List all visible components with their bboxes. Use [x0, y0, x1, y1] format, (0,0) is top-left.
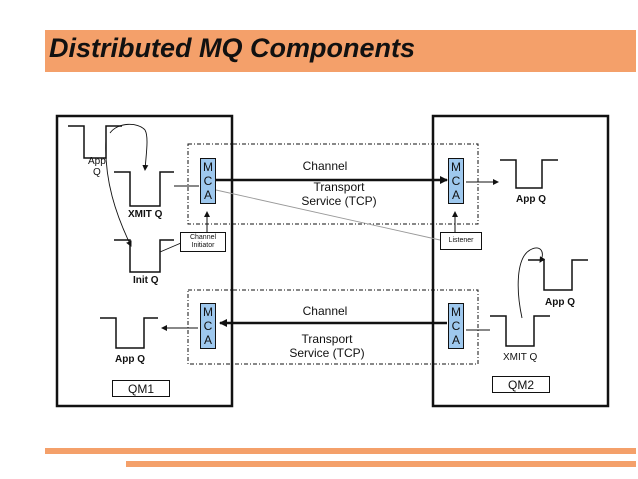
footer-rule-1: [45, 448, 636, 454]
qm1-xmit-q-label: XMIT Q: [128, 209, 163, 220]
mca-letter: C: [203, 319, 213, 333]
mca-letter: M: [203, 305, 213, 319]
bottom-channel-region: [187, 289, 479, 365]
mca-letter: M: [451, 160, 461, 174]
qm1-app-q-top-label: App Q: [88, 156, 106, 178]
bottom-transport-label: Transport Service (TCP): [289, 332, 365, 360]
mca-letter: M: [203, 160, 213, 174]
qm1-init-q-label: Init Q: [133, 275, 159, 286]
mca-letter: A: [203, 188, 212, 202]
mca-listener-line: [215, 189, 441, 241]
qm2-app-q-top-shape: [500, 159, 558, 189]
qm2-app-q-top-label: App Q: [516, 194, 546, 205]
page-title: Distributed MQ Components: [49, 33, 415, 63]
mca-qm1-top: M C A: [200, 158, 216, 204]
top-transport-label: Transport Service (TCP): [301, 180, 377, 208]
mca-letter: M: [451, 305, 461, 319]
qm2-xmit-q-label: XMIT Q: [503, 352, 538, 363]
qm2-app-q-mid-shape: [528, 259, 588, 291]
qm1-put-arrow: [109, 123, 149, 171]
initq-to-initiator-line: [159, 242, 182, 253]
qm1-trigger-arrow: [105, 139, 132, 247]
qm2-xmit-q-shape: [490, 315, 550, 347]
mca-letter: A: [451, 333, 460, 347]
mca-qm2-top: M C A: [448, 158, 464, 204]
qm2-name-box: QM2: [492, 376, 550, 393]
qm1-xmit-q-shape: [114, 171, 174, 207]
mca-letter: C: [451, 174, 461, 188]
mca-letter: A: [203, 333, 212, 347]
title-bar: Distributed MQ Components: [45, 30, 636, 72]
qm2-app-q-mid-label: App Q: [545, 297, 575, 308]
mca-letter: C: [203, 174, 213, 188]
listener-box: Listener: [440, 232, 482, 250]
mca-letter: C: [451, 319, 461, 333]
qm1-app-q-bottom-label: App Q: [115, 354, 145, 365]
top-channel-label: Channel: [302, 159, 348, 173]
qm1-app-q-top-shape: [68, 125, 122, 159]
qm1-app-q-bottom-shape: [100, 317, 158, 349]
mca-letter: A: [451, 188, 460, 202]
qm1-init-q-shape: [114, 239, 174, 273]
qm1-name-box: QM1: [112, 380, 170, 397]
qm2-get-arrow: [517, 247, 546, 319]
mca-qm1-bottom: M C A: [200, 303, 216, 349]
bottom-channel-label: Channel: [302, 304, 348, 318]
top-channel-region: [187, 143, 479, 225]
footer-rule-2: [126, 461, 636, 467]
qm1-box: [55, 114, 234, 408]
qm2-box: [431, 114, 610, 408]
mca-qm2-bottom: M C A: [448, 303, 464, 349]
channel-initiator-box: Channel Initiator: [180, 232, 226, 252]
